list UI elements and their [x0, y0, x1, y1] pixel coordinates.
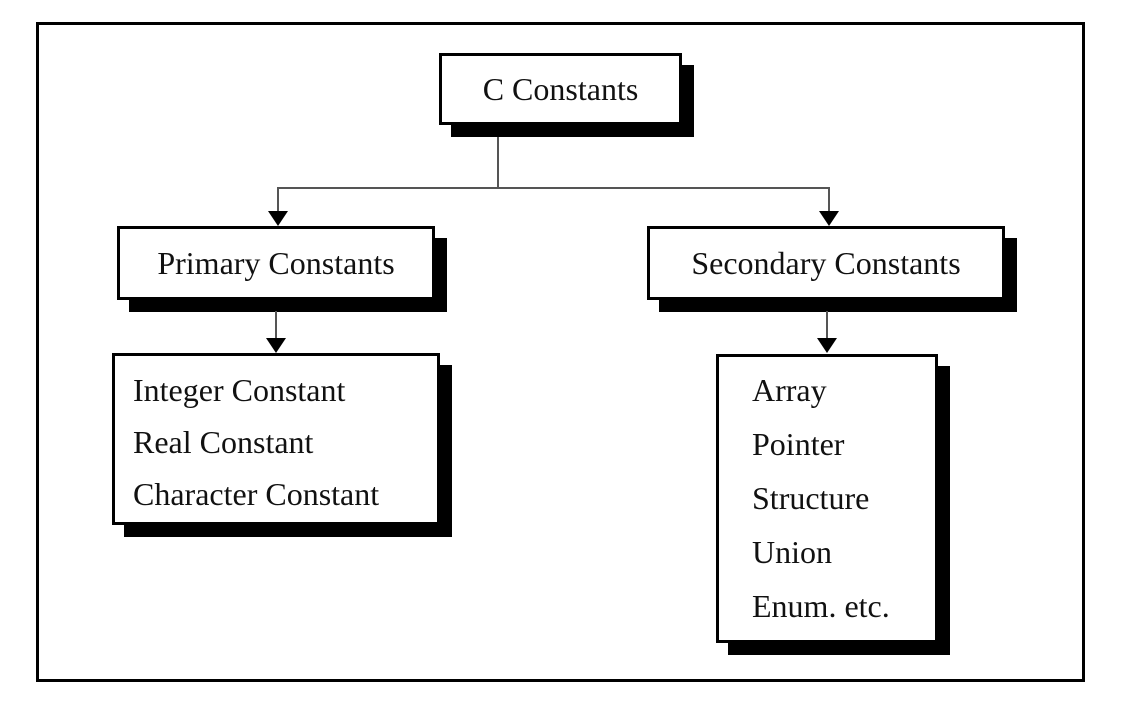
list-item: Array [752, 372, 827, 408]
list-item: Real Constant [133, 424, 314, 460]
connector-secondary-items-line [826, 311, 828, 341]
node-primary-constants: Primary Constants [117, 226, 435, 300]
list-item: Enum. etc. [752, 588, 890, 624]
list-item: Union [752, 534, 832, 570]
arrow-down-icon [266, 338, 286, 353]
list-item: Character Constant [133, 476, 380, 512]
connector-primary-items-line [275, 311, 277, 341]
node-secondary-constants: Secondary Constants [647, 226, 1005, 300]
connector-primary-drop-line [277, 187, 279, 213]
node-c-constants: C Constants [439, 53, 682, 125]
arrow-down-icon [268, 211, 288, 226]
arrow-down-icon [819, 211, 839, 226]
connector-root-vertical-line [497, 137, 499, 188]
node-primary-items: Integer Constant Real Constant Character… [112, 353, 440, 525]
node-c-constants-label: C Constants [482, 70, 639, 107]
list-item: Pointer [752, 426, 845, 462]
node-primary-constants-label: Primary Constants [157, 244, 395, 281]
list-item: Structure [752, 480, 870, 516]
arrow-down-icon [817, 338, 837, 353]
connector-secondary-drop-line [828, 187, 830, 213]
node-secondary-items: Array Pointer Structure Union Enum. etc. [716, 354, 938, 643]
node-secondary-constants-label: Secondary Constants [691, 244, 961, 281]
connector-horizontal-bar [277, 187, 830, 189]
list-item: Integer Constant [133, 372, 346, 408]
